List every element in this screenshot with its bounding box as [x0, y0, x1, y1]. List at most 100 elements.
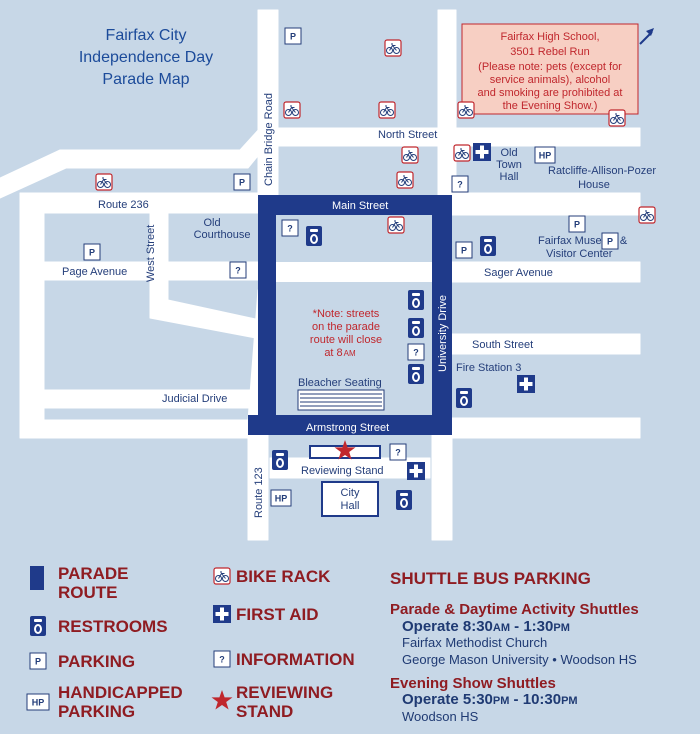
school-line2: 3501 Rebel Run	[510, 46, 590, 58]
parade-note-line2: on the parade	[312, 321, 380, 333]
reviewing-star-icon	[334, 440, 356, 460]
legend-parade-route-swatch	[30, 566, 44, 590]
school-line4: service animals), alcohol	[490, 74, 610, 86]
parade-shuttle-hours: Operate 8:30AM - 1:30PM	[402, 618, 570, 635]
reviewing-stand	[309, 440, 381, 460]
information-icon: ?	[407, 343, 425, 361]
old-courthouse-label-1: Old	[203, 217, 220, 229]
evening-shuttle-hours: Operate 5:30PM - 10:30PM	[402, 691, 578, 708]
south-street-label: South Street	[472, 339, 533, 351]
bike-rack-icon	[608, 109, 626, 127]
old-courthouse-label-2: Courthouse	[194, 229, 251, 241]
west-street-label: West Street	[145, 225, 157, 282]
restroom-icon	[408, 290, 424, 310]
information-icon: ?	[229, 261, 247, 279]
parking-icon: P	[601, 232, 619, 250]
legend-parking-icon: P	[29, 652, 47, 670]
old-town-hall-label-1: Old	[500, 147, 517, 159]
legend-bike-rack: BIKE RACK	[236, 567, 331, 586]
main-to-east-road	[451, 192, 641, 216]
bike-rack-icon	[283, 101, 301, 119]
information-icon: ?	[451, 175, 469, 193]
route-123-label: Route 123	[253, 467, 265, 518]
legend-bike-rack-icon	[213, 567, 231, 585]
page-avenue-label: Page Avenue	[62, 266, 127, 278]
svg-text:P: P	[239, 178, 245, 188]
legend-reviewing-2: STAND	[236, 702, 293, 721]
legend-information-icon: ?	[213, 650, 231, 668]
svg-text:?: ?	[287, 224, 293, 234]
legend-handicapped-1: HANDICAPPED	[58, 683, 183, 702]
school-line1: Fairfax High School,	[500, 31, 599, 43]
restroom-icon	[396, 490, 412, 510]
svg-text:P: P	[607, 237, 613, 247]
shuttle-heading: SHUTTLE BUS PARKING	[390, 569, 591, 588]
parking-icon: P	[284, 27, 302, 45]
svg-text:HP: HP	[539, 151, 552, 161]
restroom-icon	[480, 236, 496, 256]
parade-note-line4: at 8AM	[324, 347, 356, 359]
parking-icon: P	[83, 243, 101, 261]
parade-note-line3: route will close	[310, 334, 382, 346]
parade-shuttle-heading: Parade & Daytime Activity Shuttles	[390, 601, 639, 618]
block-courthouse	[276, 215, 432, 262]
information-icon: ?	[389, 443, 407, 461]
bike-rack-icon	[387, 216, 405, 234]
parade-note-line1: *Note: streets	[313, 308, 380, 320]
legend-information: INFORMATION	[236, 650, 355, 669]
fire-station-label: Fire Station 3	[456, 362, 521, 374]
map-title-line2: Independence Day	[79, 49, 213, 66]
bike-rack-icon	[457, 101, 475, 119]
restroom-icon	[306, 226, 322, 246]
svg-text:HP: HP	[32, 698, 45, 708]
main-street-label: Main Street	[332, 200, 388, 212]
university-drive-label: University Drive	[437, 295, 449, 372]
bleacher-seating-label: Bleacher Seating	[298, 377, 382, 389]
legend-handicapped-2: PARKING	[58, 702, 135, 721]
judicial-drive-label: Judicial Drive	[162, 393, 227, 405]
legend-parade-route-2: ROUTE	[58, 583, 118, 602]
bike-rack-icon	[638, 206, 656, 224]
legend-handicapped-icon: HP	[26, 693, 50, 711]
svg-text:?: ?	[235, 266, 241, 276]
restroom-icon	[408, 364, 424, 384]
north-street-label: North Street	[378, 129, 437, 141]
bike-rack-icon	[378, 101, 396, 119]
legend-restrooms: RESTROOMS	[58, 617, 168, 636]
svg-text:P: P	[35, 657, 41, 667]
svg-text:P: P	[574, 220, 580, 230]
school-line5: and smoking are prohibited at	[478, 87, 623, 99]
university-drive-south	[431, 431, 453, 541]
parking-icon: P	[568, 215, 586, 233]
city-hall-label-2: Hall	[341, 500, 360, 512]
legend-parade-route-1: PARADE	[58, 564, 129, 583]
bleacher-seating-icon	[297, 389, 385, 411]
bike-rack-icon	[384, 39, 402, 57]
svg-text:HP: HP	[275, 494, 288, 504]
parking-icon: P	[233, 173, 251, 191]
first-aid-icon	[517, 375, 535, 393]
city-hall-label-1: City	[341, 487, 360, 499]
museum-label-2: Visitor Center	[546, 248, 613, 260]
legend-first-aid: FIRST AID	[236, 605, 318, 624]
east-south-road	[451, 417, 641, 439]
svg-text:?: ?	[395, 448, 401, 458]
svg-text:?: ?	[457, 180, 463, 190]
ratcliffe-label-2: House	[578, 179, 610, 191]
restroom-icon	[272, 450, 288, 470]
bike-rack-icon	[453, 144, 471, 162]
legend-first-aid-icon	[213, 605, 231, 623]
route-236-label: Route 236	[98, 199, 149, 211]
fairfax-high-school-box: Fairfax High School, 3501 Rebel Run (Ple…	[461, 23, 639, 115]
parade-shuttle-location-2: George Mason University • Woodson HS	[402, 652, 637, 667]
bike-rack-icon	[401, 146, 419, 164]
reviewing-stand-label: Reviewing Stand	[301, 465, 384, 477]
bike-rack-icon	[396, 171, 414, 189]
bike-rack-icon	[95, 173, 113, 191]
old-town-hall-label-3: Hall	[500, 171, 519, 183]
handicapped-parking-icon: HP	[270, 489, 292, 507]
restroom-icon	[408, 318, 424, 338]
school-line3: (Please note: pets (except for	[478, 61, 622, 73]
first-aid-icon	[473, 143, 491, 161]
